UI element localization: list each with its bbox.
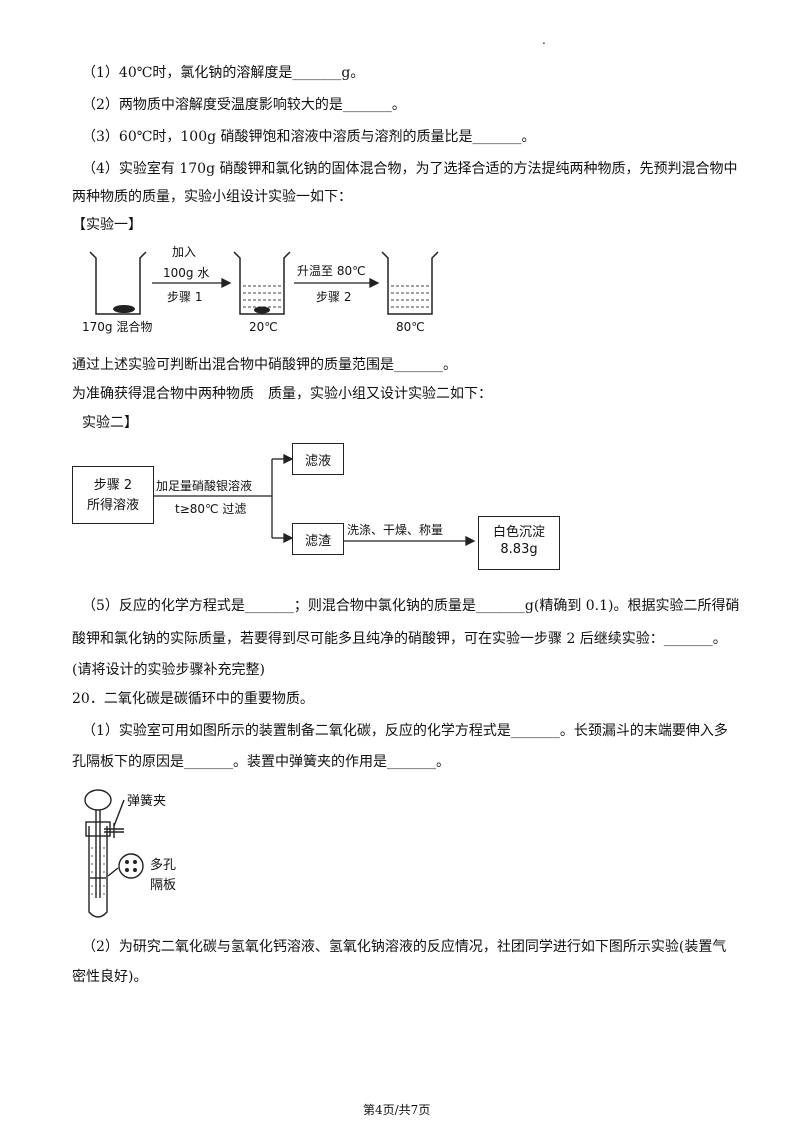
question-3: （3）60℃时，100g 硝酸钾饱和溶液中溶质与溶剂的质量比是_______。 xyxy=(82,129,536,145)
question-5-line-2: 酸钾和氯化钠的实际质量，若要得到尽可能多且纯净的硝酸钾，可在实验一步骤 2 后继… xyxy=(72,631,727,647)
residue-label: 滤渣 xyxy=(304,534,331,549)
experiment-1-conclusion: 通过上述实验可判断出混合物中硝酸钾的质量范围是_______。 xyxy=(72,357,457,373)
filtrate-label: 滤液 xyxy=(304,454,331,469)
arrow-2-bottom-label: 步骤 2 xyxy=(316,290,352,304)
beaker-2 xyxy=(233,251,291,315)
beaker-2-label: 20℃ xyxy=(249,320,278,334)
condition-label: t≥80℃ 过滤 xyxy=(175,502,247,516)
rubber-stopper xyxy=(85,821,111,837)
solution-lines-2 xyxy=(243,285,281,308)
filtrate-box xyxy=(292,443,344,475)
question-20-1-line-2: 孔隔板下的原因是_______。装置中弹簧夹的作用是_______。 xyxy=(72,754,450,770)
plate-label-line-2: 隔板 xyxy=(150,878,177,893)
test-tube xyxy=(88,826,108,918)
plate-pointer xyxy=(107,867,119,877)
precipitate-box xyxy=(478,516,560,570)
beaker-3 xyxy=(381,251,439,315)
precipitate-line-1: 白色沉淀 xyxy=(492,525,545,540)
question-2: （2）两物质中溶解度受温度影响较大的是_______。 xyxy=(82,97,406,113)
arrow-step-2 xyxy=(294,277,380,289)
beaker-1 xyxy=(89,251,147,315)
funnel-bulb xyxy=(84,789,112,811)
experiment-2-title: 实验二】 xyxy=(82,415,138,431)
plate-detail-circle xyxy=(118,853,144,879)
start-solution-box xyxy=(72,466,154,524)
residue-solid xyxy=(254,306,270,314)
experiment-1-title: 【实验一】 xyxy=(72,217,142,233)
question-20-2-line-1: （2）为研究二氧化碳与氢氧化钙溶液、氢氧化钠溶液的反应情况，社团同学进行如下图所… xyxy=(82,939,727,955)
clamp-label: 弹簧夹 xyxy=(127,794,167,809)
arrow-1-mid-label: 100g 水 xyxy=(163,266,210,280)
experiment-2-intro: 为准确获得混合物中两种物质 质量，实验小组又设计实验二如下： xyxy=(72,386,492,402)
beaker-1-label: 170g 混合物 xyxy=(82,320,153,334)
process-label: 洗涤、干燥、称量 xyxy=(347,523,444,537)
plate-label-line-1: 多孔 xyxy=(150,858,177,873)
solution-lines-3 xyxy=(391,285,429,308)
question-20-1-line-1: （1）实验室可用如图所示的装置制备二氧化碳，反应的化学方程式是_______。长… xyxy=(82,723,728,739)
question-1: （1）40℃时，氯化钠的溶解度是_______g。 xyxy=(82,65,365,81)
arrow-1-bottom-label: 步骤 1 xyxy=(167,290,203,304)
page-footer: 第4页/共7页 xyxy=(363,1103,431,1117)
question-4-line-2: 两种物质的质量，实验小组设计实验一如下： xyxy=(72,189,352,205)
start-box-line-1: 步骤 2 xyxy=(93,478,133,493)
question-20-2-line-2: 密性良好)。 xyxy=(72,969,148,985)
page-mark: . xyxy=(542,33,546,47)
precipitate-line-2: 8.83g xyxy=(500,542,538,557)
start-box-line-2: 所得溶液 xyxy=(86,498,139,513)
solid-mixture xyxy=(113,305,135,313)
clamp-pointer xyxy=(113,799,125,827)
question-20-title: 20．二氧化碳是碳循环中的重要物质。 xyxy=(72,691,314,707)
question-5-line-3: (请将设计的实验步骤补充完整) xyxy=(72,662,265,678)
question-4-line-1: （4）实验室有 170g 硝酸钾和氯化钠的固体混合物，为了选择合适的方法提纯两种… xyxy=(82,161,738,177)
arrow-2-top-label: 升温至 80℃ xyxy=(297,264,366,278)
beaker-3-label: 80℃ xyxy=(396,320,425,334)
reagent-label: 加足量硝酸银溶液 xyxy=(156,479,253,493)
question-5-line-1: （5）反应的化学方程式是_______；则混合物中氯化钠的质量是_______g… xyxy=(82,598,740,614)
residue-box xyxy=(292,523,344,555)
arrow-1-top-label: 加入 xyxy=(172,245,197,259)
